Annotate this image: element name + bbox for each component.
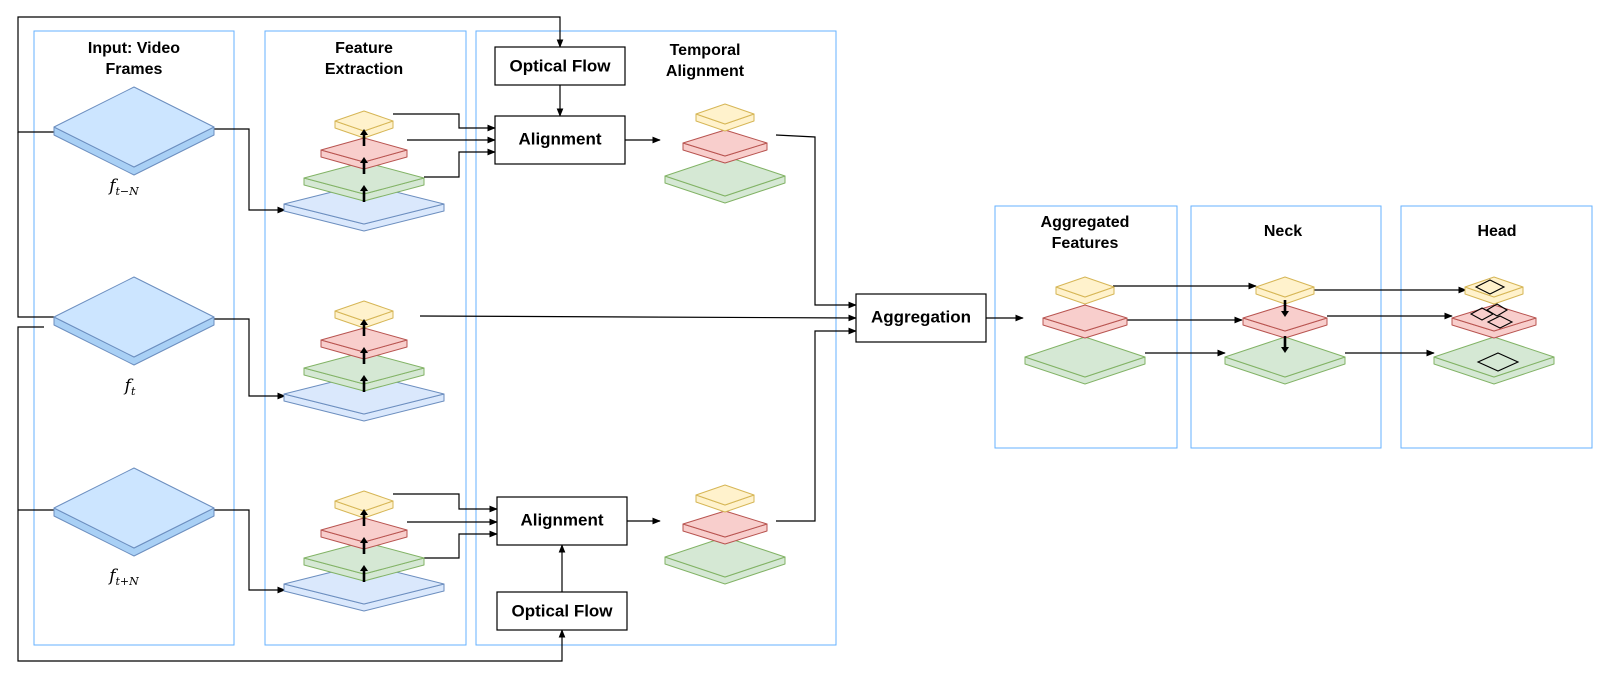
video-frame-prev <box>53 86 215 176</box>
aligned-bottom-to-aggregation <box>776 327 857 522</box>
input-panel <box>33 30 235 646</box>
current-to-aggregation <box>419 314 857 322</box>
aligned-features-top <box>664 103 786 204</box>
upsample-arrow-icon <box>360 319 368 336</box>
flow-loop-mid <box>17 132 54 318</box>
head-level-green <box>1433 336 1555 385</box>
head-panel <box>1400 205 1593 449</box>
neck-feature-stack <box>1224 276 1346 385</box>
detection-box-icon <box>1485 303 1509 317</box>
aggregated-level-yellow <box>1055 276 1115 305</box>
aligned-level-red <box>682 510 768 545</box>
feature-pyramid-prev <box>283 110 445 232</box>
feature-level-blue <box>283 183 445 232</box>
aggregated-features-panel <box>994 205 1178 449</box>
level-y-to-align-top <box>393 113 496 132</box>
aligned-level-yellow <box>695 103 755 132</box>
upsample-arrow-icon <box>360 509 368 526</box>
detection-box-icon <box>1476 352 1520 372</box>
upsample-arrow-icon <box>360 565 368 582</box>
frame-label-prev: ft−N <box>107 176 139 198</box>
neck-level-red <box>1242 304 1328 339</box>
level-g-to-align-bottom <box>424 530 498 559</box>
feature-pyramid-next <box>283 490 445 612</box>
feature-pyramid-curr <box>283 300 445 422</box>
feature-level-blue <box>283 563 445 612</box>
alignment-bottom-block[interactable]: Alignment <box>496 496 628 546</box>
feature-stacks <box>283 103 1555 612</box>
head-output-stack <box>1433 276 1555 385</box>
level-y-to-align-bottom <box>393 493 498 513</box>
frame-to-features-curr <box>214 318 286 400</box>
upsample-arrow-icon <box>360 375 368 392</box>
aggregated-level-green <box>1024 336 1146 385</box>
aggregated-level-red <box>1042 304 1128 339</box>
aggregation-label: Aggregation <box>871 307 971 326</box>
video-frame-next <box>53 467 215 557</box>
aligned-features-bottom <box>664 484 786 585</box>
aligned-level-green <box>664 536 786 585</box>
aggregation-block[interactable]: Aggregation <box>855 293 987 343</box>
downsample-arrow-icon <box>1281 300 1289 317</box>
aligned-level-red <box>682 129 768 164</box>
alignment-top-block[interactable]: Alignment <box>494 115 626 165</box>
feature-extraction-panel <box>264 30 467 646</box>
frame-label-curr: ft <box>123 376 136 398</box>
input-frames <box>53 86 215 557</box>
temporal-alignment-panel <box>475 30 837 646</box>
frame-to-features-next <box>214 509 286 594</box>
downsample-arrow-icon <box>1281 336 1289 353</box>
detection-box-icon <box>1474 279 1506 295</box>
connector-wires <box>17 16 1467 662</box>
head-level-yellow <box>1464 276 1524 305</box>
optical-flow-top-block[interactable]: Optical Flow <box>494 46 626 86</box>
video-frame-curr <box>53 276 215 366</box>
alignment-bottom-label: Alignment <box>520 510 603 529</box>
neck-panel <box>1190 205 1382 449</box>
stage-title-head: Head <box>1477 223 1516 240</box>
frame-label-next: ft+N <box>107 566 139 588</box>
alignment-top-label: Alignment <box>518 129 601 148</box>
aligned-level-yellow <box>695 484 755 513</box>
level-g-to-align-top <box>424 148 496 178</box>
optical-flow-top-label: Optical Flow <box>509 56 611 75</box>
flow-loop-bottom <box>17 326 566 662</box>
feature-level-blue <box>283 373 445 422</box>
flow-loop-top <box>17 16 564 133</box>
optical-flow-bottom-block[interactable]: Optical Flow <box>496 591 628 631</box>
head-level-red <box>1451 304 1537 339</box>
upsample-arrow-icon <box>360 129 368 146</box>
optical-flow-bottom-label: Optical Flow <box>511 601 613 620</box>
upsample-arrow-icon <box>360 157 368 174</box>
stage-title-neck: Neck <box>1264 223 1302 240</box>
aggregated-feature-stack <box>1024 276 1146 385</box>
upsample-arrow-icon <box>360 537 368 554</box>
aligned-top-to-aggregation <box>775 134 857 309</box>
neck-level-green <box>1224 336 1346 385</box>
frame-to-features-prev <box>214 128 286 214</box>
upsample-arrow-icon <box>360 185 368 202</box>
detection-box-icon <box>1486 315 1514 329</box>
aligned-level-green <box>664 155 786 204</box>
upsample-arrow-icon <box>360 347 368 364</box>
neck-level-yellow <box>1255 276 1315 305</box>
